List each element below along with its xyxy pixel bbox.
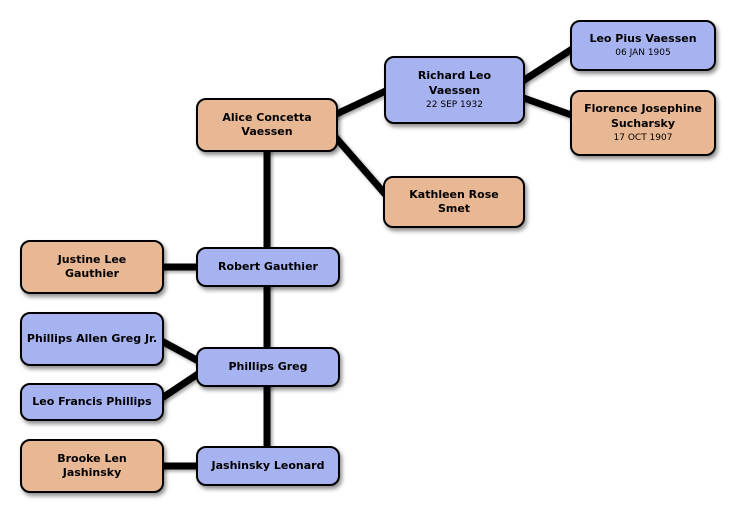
- person-name: Alice Concetta Vaessen: [222, 110, 312, 138]
- person-name: Phillips Greg: [228, 359, 308, 373]
- person-name: Justine Lee Gauthier: [57, 252, 127, 280]
- connector-alice-richard: [328, 84, 394, 121]
- node-justine-lee-gauthier[interactable]: Justine Lee Gauthier: [20, 240, 164, 294]
- connector-richard-florence: [516, 92, 582, 122]
- person-date: 06 JAN 1905: [615, 48, 671, 59]
- person-name: Kathleen Rose Smet: [409, 187, 499, 215]
- person-name: Phillips Allen Greg Jr.: [26, 331, 158, 345]
- person-name: Leo Pius Vaessen: [589, 31, 697, 45]
- connector-richard-leo-pius: [516, 41, 582, 87]
- person-date: 22 SEP 1932: [426, 99, 483, 110]
- person-name: Richard Leo Vaessen: [417, 69, 492, 97]
- node-jashinsky-leonard[interactable]: Jashinsky Leonard: [196, 446, 340, 486]
- person-name: Robert Gauthier: [218, 259, 318, 273]
- person-name: Florence Josephine Sucharsky: [584, 102, 702, 130]
- person-name: Brooke Len Jashinsky: [57, 451, 127, 479]
- node-alice-concetta-vaessen[interactable]: Alice Concetta Vaessen: [196, 98, 338, 152]
- node-phillips-greg[interactable]: Phillips Greg: [196, 347, 340, 387]
- person-date: 17 OCT 1907: [613, 132, 673, 143]
- node-leo-pius-vaessen[interactable]: Leo Pius Vaessen 06 JAN 1905: [570, 20, 716, 71]
- person-name: Jashinsky Leonard: [211, 458, 325, 472]
- connector-alice-kathleen: [327, 128, 395, 205]
- node-phillips-allen-greg-jr[interactable]: Phillips Allen Greg Jr.: [20, 312, 164, 366]
- node-florence-josephine-sucharsky[interactable]: Florence Josephine Sucharsky 17 OCT 1907: [570, 90, 716, 156]
- person-name: Leo Francis Phillips: [32, 394, 152, 408]
- node-robert-gauthier[interactable]: Robert Gauthier: [196, 247, 340, 287]
- node-brooke-len-jashinsky[interactable]: Brooke Len Jashinsky: [20, 439, 164, 493]
- node-kathleen-rose-smet[interactable]: Kathleen Rose Smet: [383, 176, 525, 228]
- node-richard-leo-vaessen[interactable]: Richard Leo Vaessen 22 SEP 1932: [384, 56, 525, 124]
- node-leo-francis-phillips[interactable]: Leo Francis Phillips: [20, 383, 164, 421]
